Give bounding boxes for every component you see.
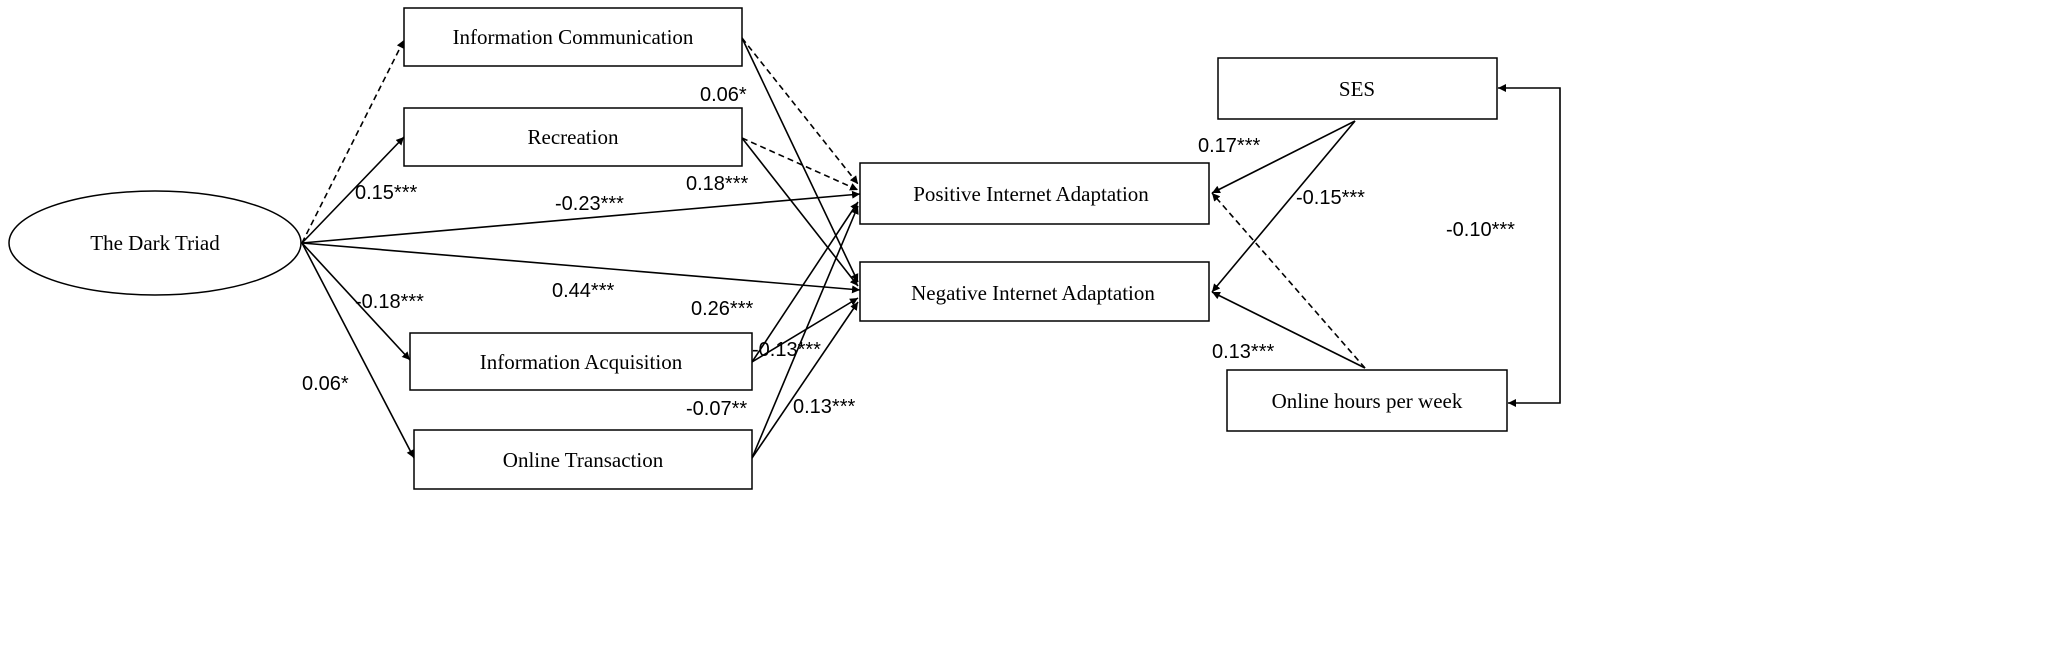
node-ses-shape <box>1217 57 1498 120</box>
edge-hours-pos <box>1211 192 1366 369</box>
coef-dt-neg: 0.44*** <box>552 280 614 302</box>
nodes: The Dark Triad Information Communication… <box>8 7 1508 490</box>
edge-online-trans-pos <box>751 205 859 459</box>
edge-dt-online-trans <box>301 242 415 459</box>
edge-dt-pos <box>301 190 861 244</box>
edge-hours-neg <box>1211 291 1366 369</box>
coef-dt-recreation: 0.15*** <box>355 182 417 204</box>
coef-hours-neg: 0.13*** <box>1212 341 1274 363</box>
coef-ses-hours: -0.10*** <box>1446 219 1515 241</box>
node-ses: SES <box>1339 77 1375 101</box>
coef-info-comm-neg: 0.06* <box>700 84 747 106</box>
edge-recreation-pos <box>741 137 859 191</box>
edge-ses-neg <box>1211 120 1356 293</box>
edge-dt-info-comm <box>301 39 405 244</box>
edge-dt-info-acq <box>301 242 411 361</box>
node-dark-triad-shape <box>8 190 302 296</box>
node-pos-adapt-shape <box>859 162 1210 225</box>
node-info-acq: Information Acquisition <box>480 350 683 374</box>
node-dark-triad: The Dark Triad <box>90 231 220 255</box>
edge-recreation-neg <box>741 137 859 287</box>
coef-online-trans-neg: 0.13*** <box>793 396 855 418</box>
node-recreation-shape <box>403 107 743 167</box>
node-pos-adapt: Positive Internet Adaptation <box>913 182 1149 206</box>
coef-info-acq-neg: -0.13*** <box>752 339 821 361</box>
node-online-trans: Online Transaction <box>503 448 664 472</box>
coef-online-trans-pos: -0.07** <box>686 398 747 420</box>
edge-info-comm-neg <box>741 37 859 283</box>
edge-info-comm-pos <box>741 37 859 185</box>
coef-dt-pos: -0.23*** <box>555 193 624 215</box>
coef-dt-online-trans: 0.06* <box>302 373 349 395</box>
coef-ses-neg: -0.15*** <box>1296 187 1365 209</box>
coef-ses-pos: 0.17*** <box>1198 135 1260 157</box>
edge-dt-neg <box>301 242 861 294</box>
node-online-hours-shape <box>1226 369 1508 432</box>
edge-ses-hours-covariance <box>1498 84 1561 407</box>
edges <box>301 37 1561 459</box>
node-neg-adapt: Negative Internet Adaptation <box>911 281 1155 305</box>
node-neg-adapt-shape <box>859 261 1210 322</box>
coef-dt-info-acq: -0.18*** <box>355 291 424 313</box>
edge-info-acq-pos <box>751 201 859 363</box>
node-online-trans-shape <box>413 429 753 490</box>
coefficients: 0.15*** -0.18*** 0.06* -0.23*** 0.44*** … <box>302 84 1515 420</box>
node-info-comm: Information Communication <box>453 25 694 49</box>
edge-online-trans-neg <box>751 301 859 459</box>
coef-info-acq-pos: 0.26*** <box>691 298 753 320</box>
node-online-hours: Online hours per week <box>1272 389 1463 413</box>
edge-dt-recreation <box>301 136 405 244</box>
node-info-acq-shape <box>409 332 753 391</box>
node-info-comm-shape <box>403 7 743 67</box>
coef-recreation-neg: 0.18*** <box>686 173 748 195</box>
node-recreation: Recreation <box>528 125 619 149</box>
path-diagram: The Dark Triad Information Communication… <box>8 7 1561 490</box>
edge-ses-pos <box>1211 120 1356 194</box>
